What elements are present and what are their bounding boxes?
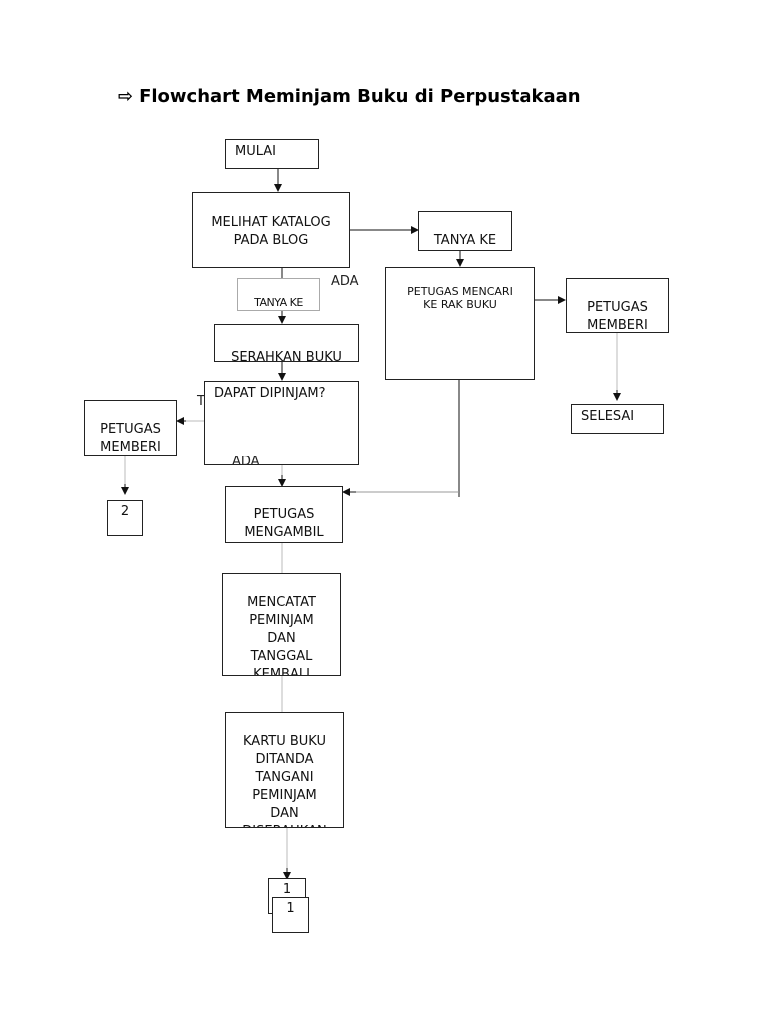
petugas-mengambil-node: PETUGAS MENGAMBIL KARTU BUKU [225,486,343,543]
start-node: MULAI [225,139,319,169]
start-node-label: MULAI [235,144,276,159]
tanya-petugas-label: TANYA KE PETUGAS [433,233,497,248]
petugas-penjelasan-left-label: PETUGAS MEMBERI PENJELAS [100,422,161,455]
title-text: Flowchart Meminjam Buku di Perpustakaan [139,86,581,107]
petugas-penjelasan-left-node: PETUGAS MEMBERI PENJELAS [84,400,177,456]
connector-2-label: 2 [120,504,130,519]
kartu-buku-label: KARTU BUKU DITANDA TANGANI PEMINJAM DAN … [242,734,326,827]
connector-1a-label: 1 [282,882,292,897]
tanya-petugas-small-node: TANYA KE PETUGAS [237,278,320,311]
dapat-dipinjam-label: DAPAT DIPINJAM? [214,386,326,401]
page-title: ⇨Flowchart Meminjam Buku di Perpustakaan [118,86,581,107]
melihat-katalog-label: MELIHAT KATALOG PADA BLOG [211,215,331,248]
petugas-mencari-label: PETUGAS MENCARI KE RAK BUKU [407,285,513,311]
kartu-buku-node: KARTU BUKU DITANDA TANGANI PEMINJAM DAN … [225,712,344,828]
connector-2-node: 2 [107,500,143,536]
dapat-dipinjam-node: DAPAT DIPINJAM? [204,381,359,465]
serahkan-buku-label: SERAHKAN BUKU DAN KTM [231,350,342,362]
petugas-mengambil-label: PETUGAS MENGAMBIL KARTU BUKU [244,507,324,540]
ada-label-mid: ADA [232,456,260,469]
melihat-katalog-node: MELIHAT KATALOG PADA BLOG [192,192,350,268]
selesai-label: SELESAI [581,409,635,424]
tanya-petugas-small-label: TANYA KE PETUGAS [254,296,303,309]
petugas-mencari-node: PETUGAS MENCARI KE RAK BUKU [385,267,535,380]
petugas-penjelasan-right-label: PETUGAS MEMBERI PENJELASA [587,300,648,333]
selesai-node: SELESAI [571,404,664,434]
mencatat-label: MENCATAT PEMINJAM DAN TANGGAL KEMBALI PA… [247,595,316,676]
serahkan-buku-node: SERAHKAN BUKU DAN KTM [214,324,359,362]
petugas-penjelasan-right-node: PETUGAS MEMBERI PENJELASA [566,278,669,333]
connector-1b-node: 1 [272,897,309,933]
right-arrow-icon: ⇨ [118,86,134,107]
mencatat-node: MENCATAT PEMINJAM DAN TANGGAL KEMBALI PA… [222,573,341,676]
tidak-label-fragment: T [197,394,205,409]
tanya-petugas-node: TANYA KE PETUGAS [418,211,512,251]
connector-1b-label: 1 [286,901,295,916]
ada-label-top: ADA [331,274,359,289]
